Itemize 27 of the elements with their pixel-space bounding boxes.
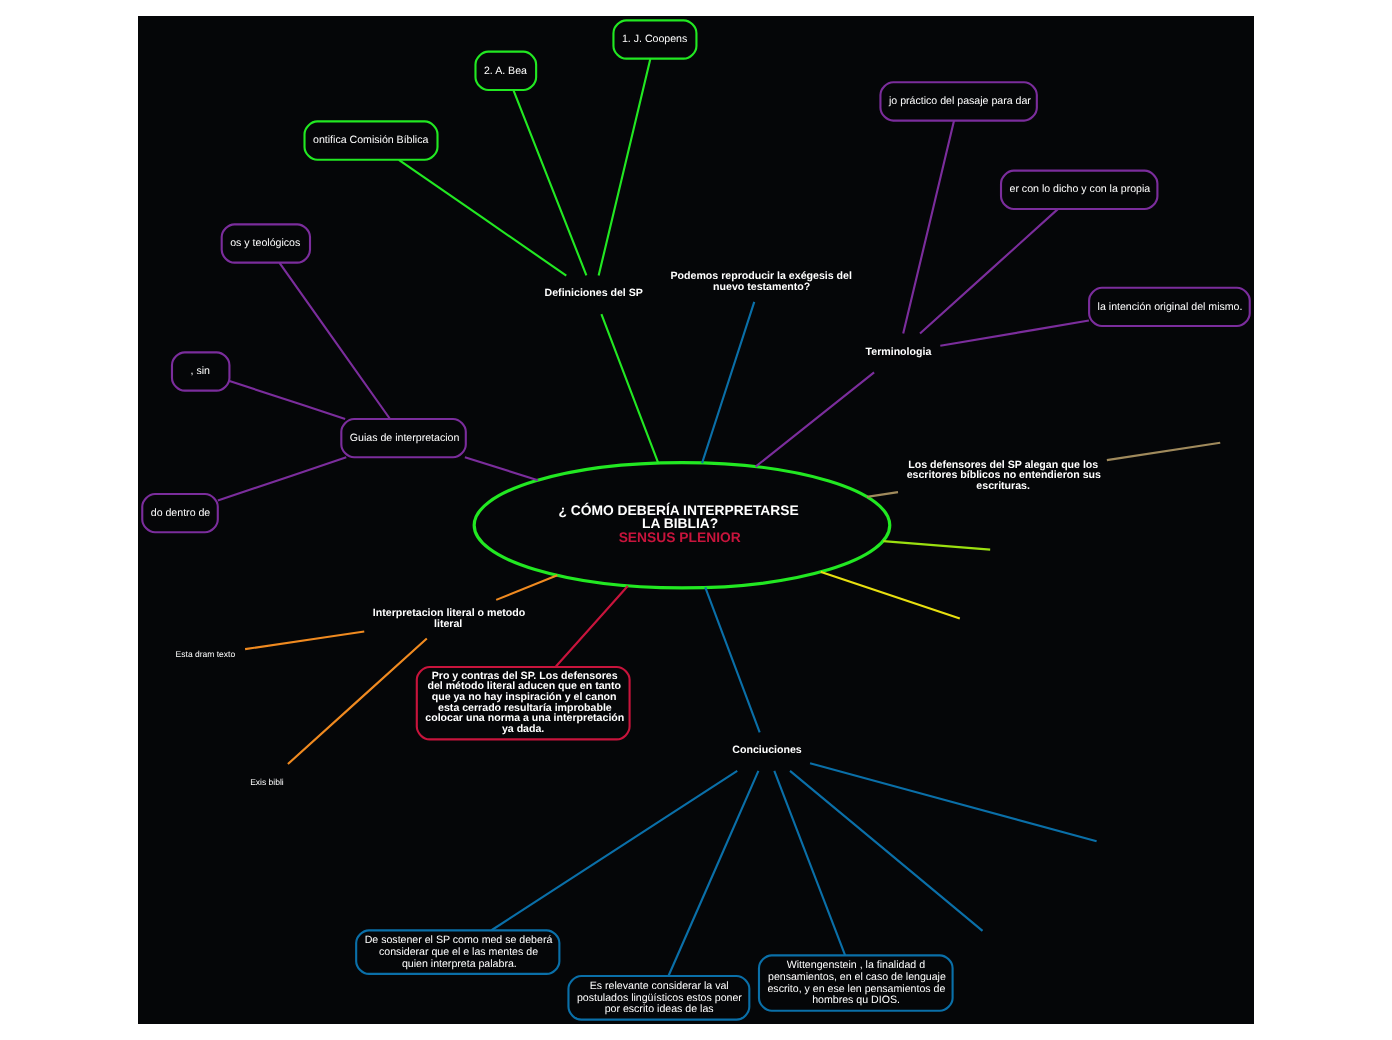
connector — [287, 637, 428, 765]
connector — [773, 770, 847, 956]
connector — [600, 313, 660, 464]
connector — [866, 491, 899, 498]
connector — [278, 262, 391, 420]
connector — [1106, 441, 1221, 462]
connector — [667, 770, 760, 977]
connector — [490, 769, 738, 932]
connector — [754, 371, 875, 468]
connector — [398, 158, 567, 277]
connector — [809, 762, 1097, 843]
connector — [229, 379, 346, 420]
connector — [217, 456, 347, 502]
connector — [919, 208, 1059, 335]
connector — [883, 540, 991, 551]
connector — [902, 120, 956, 334]
connector — [701, 301, 756, 464]
connector — [512, 89, 588, 276]
connector — [704, 587, 761, 733]
connector — [820, 570, 961, 620]
connector — [464, 456, 539, 482]
connector — [597, 58, 652, 276]
connector — [244, 630, 365, 651]
connector — [495, 574, 558, 601]
connector — [940, 319, 1090, 347]
connector — [555, 585, 629, 668]
connector — [789, 770, 984, 932]
